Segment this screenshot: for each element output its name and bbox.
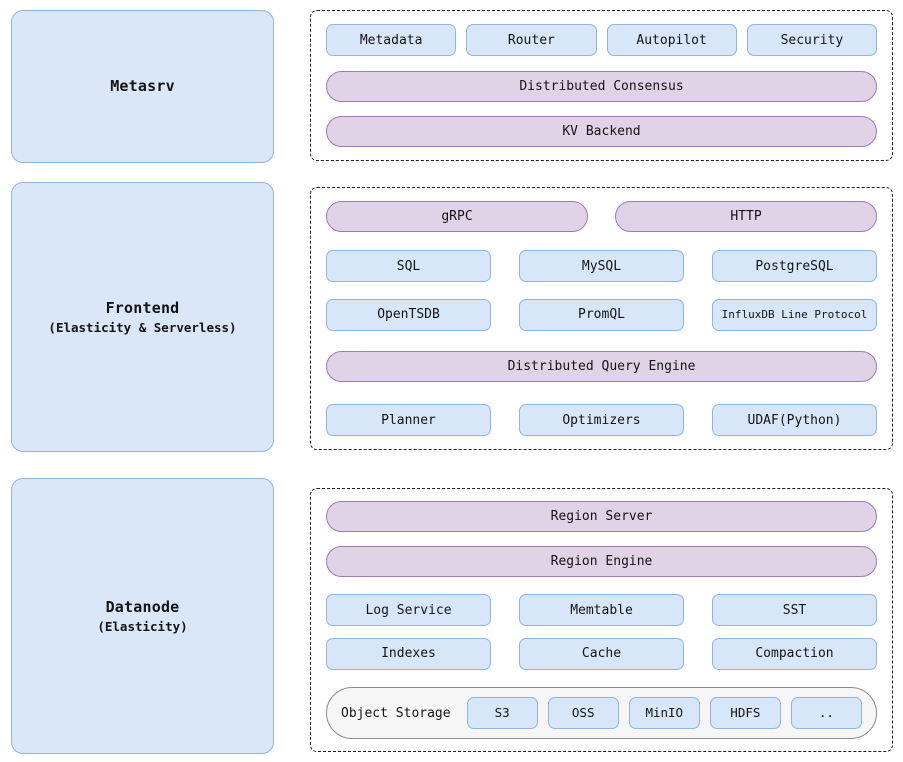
- node-opentsdb[interactable]: OpenTSDB: [326, 298, 491, 331]
- node-promql[interactable]: PromQL: [519, 298, 684, 331]
- component-subtitle: (Elasticity & Serverless): [48, 319, 237, 335]
- row-frontend-dialects-2: OpenTSDB PromQL InfluxDB Line Protocol: [326, 298, 877, 331]
- row-metasrv-services: Metadata Router Autopilot Security: [326, 24, 877, 56]
- node-security[interactable]: Security: [746, 24, 877, 56]
- node-cache[interactable]: Cache: [519, 637, 684, 670]
- component-title: Metasrv: [110, 77, 175, 96]
- object-storage-container: Object Storage S3 OSS MinIO HDFS ..: [326, 687, 877, 739]
- node-sql[interactable]: SQL: [326, 250, 491, 283]
- row-frontend-engine-parts: Planner Optimizers UDAF(Python): [326, 404, 877, 436]
- node-sst[interactable]: SST: [712, 594, 877, 626]
- panel-metasrv: Metadata Router Autopilot Security Distr…: [310, 10, 893, 161]
- row-frontend-dialects-1: SQL MySQL PostgreSQL: [326, 250, 877, 283]
- node-indexes[interactable]: Indexes: [326, 637, 491, 670]
- row-object-storage: Object Storage S3 OSS MinIO HDFS ..: [326, 687, 877, 739]
- component-title: Frontend: [105, 298, 180, 317]
- node-more-backends[interactable]: ..: [790, 697, 862, 729]
- node-memtable[interactable]: Memtable: [519, 594, 684, 626]
- node-udaf-python[interactable]: UDAF(Python): [712, 404, 877, 436]
- row-datanode-region-engine: Region Engine: [326, 545, 877, 577]
- node-s3[interactable]: S3: [466, 697, 538, 729]
- node-distributed-consensus[interactable]: Distributed Consensus: [326, 70, 877, 102]
- node-mysql[interactable]: MySQL: [519, 250, 684, 283]
- row-frontend-protocols: gRPC HTTP: [326, 201, 877, 232]
- component-card-metasrv: Metasrv: [11, 10, 274, 163]
- node-http[interactable]: HTTP: [615, 201, 877, 232]
- row-metasrv-consensus: Distributed Consensus: [326, 70, 877, 102]
- node-oss[interactable]: OSS: [547, 697, 619, 729]
- row-frontend-query-engine: Distributed Query Engine: [326, 350, 877, 382]
- object-storage-label: Object Storage: [341, 705, 451, 721]
- row-metasrv-kv: KV Backend: [326, 116, 877, 147]
- node-grpc[interactable]: gRPC: [326, 201, 588, 232]
- row-datanode-region-server: Region Server: [326, 501, 877, 532]
- node-optimizers[interactable]: Optimizers: [519, 404, 684, 436]
- row-datanode-storage-2: Indexes Cache Compaction: [326, 637, 877, 670]
- node-region-engine[interactable]: Region Engine: [326, 545, 877, 577]
- panel-datanode: Region Server Region Engine Log Service …: [310, 488, 893, 752]
- component-card-datanode: Datanode (Elasticity): [11, 478, 274, 754]
- node-compaction[interactable]: Compaction: [712, 637, 877, 670]
- node-metadata[interactable]: Metadata: [326, 24, 457, 56]
- node-kv-backend[interactable]: KV Backend: [326, 116, 877, 147]
- node-region-server[interactable]: Region Server: [326, 501, 877, 532]
- node-influxdb-line-protocol[interactable]: InfluxDB Line Protocol: [712, 298, 877, 331]
- component-subtitle: (Elasticity): [97, 618, 188, 634]
- node-postgresql[interactable]: PostgreSQL: [712, 250, 877, 283]
- panel-frontend: gRPC HTTP SQL MySQL PostgreSQL OpenTSDB …: [310, 187, 893, 450]
- component-title: Datanode: [105, 597, 180, 616]
- node-hdfs[interactable]: HDFS: [709, 697, 781, 729]
- row-datanode-storage-1: Log Service Memtable SST: [326, 594, 877, 626]
- node-log-service[interactable]: Log Service: [326, 594, 491, 626]
- node-router[interactable]: Router: [466, 24, 597, 56]
- node-minio[interactable]: MinIO: [628, 697, 700, 729]
- storage-backend-list: S3 OSS MinIO HDFS ..: [466, 697, 862, 729]
- node-autopilot[interactable]: Autopilot: [606, 24, 737, 56]
- node-distributed-query-engine[interactable]: Distributed Query Engine: [326, 350, 877, 382]
- component-card-frontend: Frontend (Elasticity & Serverless): [11, 182, 274, 452]
- node-planner[interactable]: Planner: [326, 404, 491, 436]
